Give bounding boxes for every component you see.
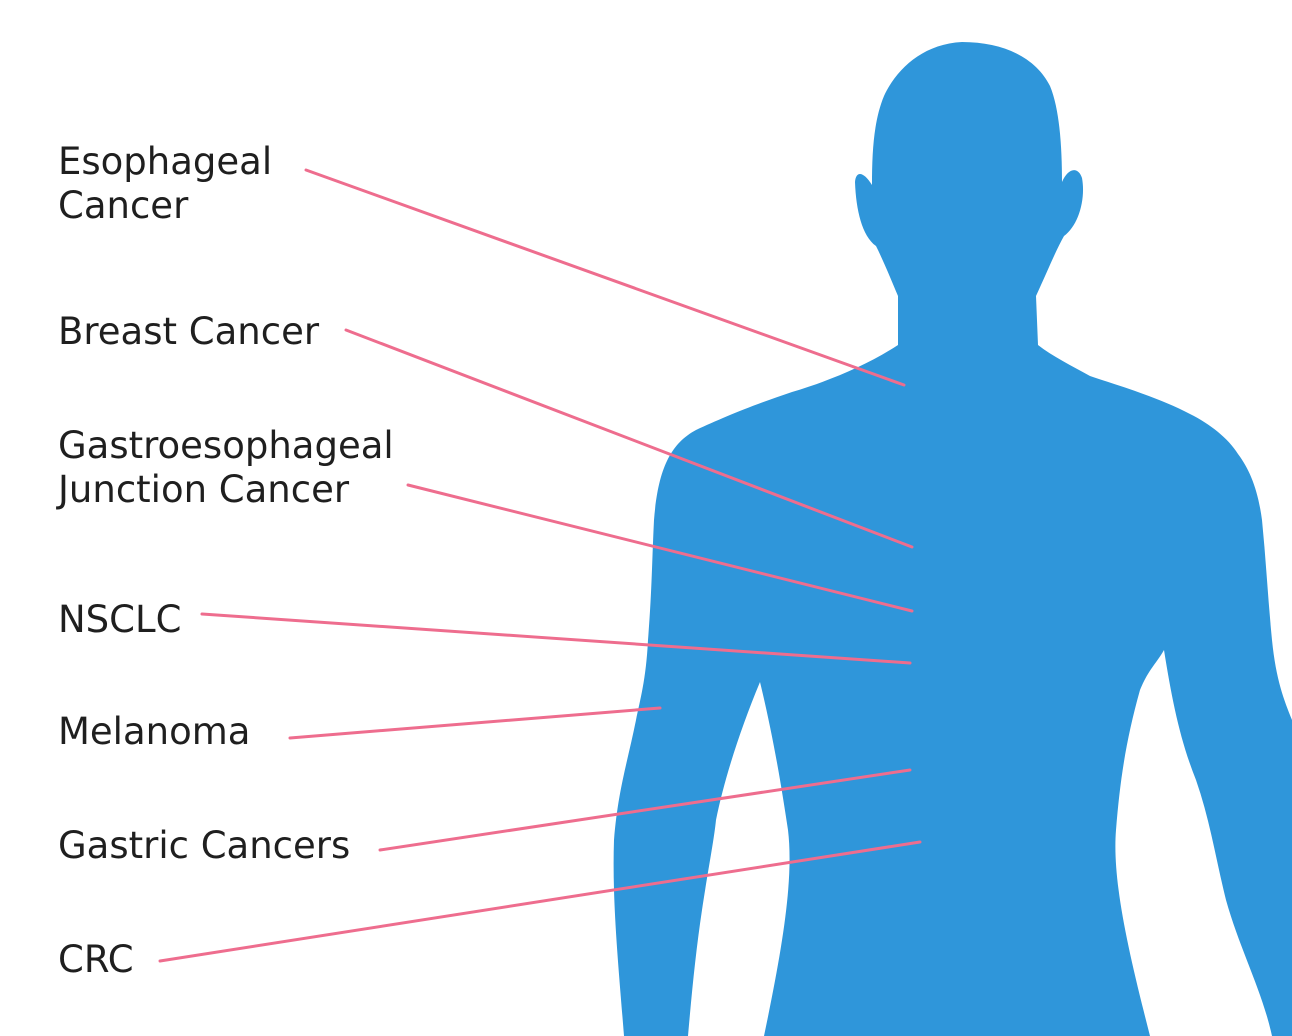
label-nsclc-line1: NSCLC xyxy=(58,598,181,641)
label-gastric-cancers: Gastric Cancers xyxy=(58,824,350,867)
leader-line-esophageal xyxy=(306,170,904,385)
label-breast-cancer: Breast Cancer xyxy=(58,310,320,353)
label-melanoma-line1: Melanoma xyxy=(58,710,250,753)
label-gej-line1: Gastroesophageal xyxy=(58,424,394,467)
label-gastroesophageal-junction-cancer: Gastroesophageal Junction Cancer xyxy=(56,424,405,511)
human-torso-silhouette-icon xyxy=(614,42,1292,1036)
label-gej-line2: Junction Cancer xyxy=(56,468,350,511)
label-crc: CRC xyxy=(58,938,134,981)
label-esophageal-cancer: Esophageal Cancer xyxy=(58,140,284,227)
label-esophageal-line2: Cancer xyxy=(58,184,189,227)
leader-line-melanoma xyxy=(290,708,660,738)
label-nsclc: NSCLC xyxy=(58,598,181,641)
label-crc-line1: CRC xyxy=(58,938,134,981)
label-esophageal-line1: Esophageal xyxy=(58,140,272,183)
label-breast-line1: Breast Cancer xyxy=(58,310,320,353)
label-gastric-line1: Gastric Cancers xyxy=(58,824,350,867)
label-melanoma: Melanoma xyxy=(58,710,250,753)
